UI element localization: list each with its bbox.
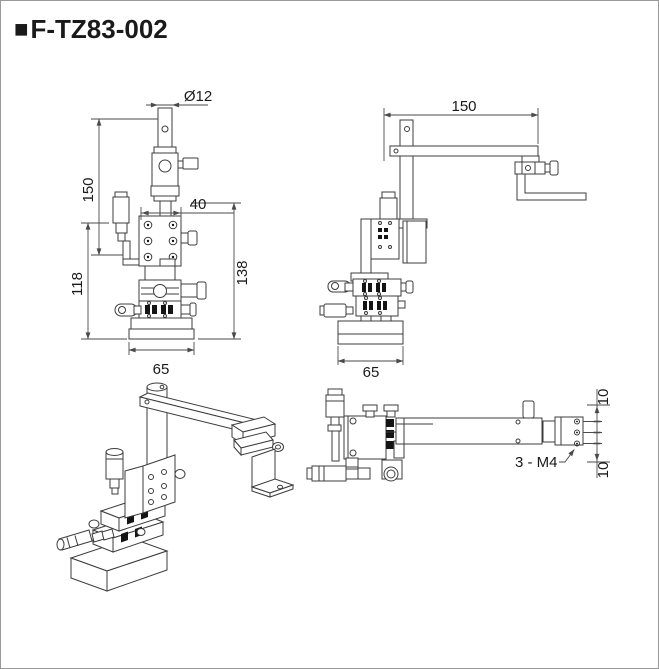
side-dimensions: 150 65 xyxy=(337,98,539,381)
side-view: 150 65 xyxy=(319,98,587,381)
t-knob xyxy=(362,404,378,412)
stage-knob xyxy=(136,528,146,536)
dim-base-width: 65 xyxy=(363,364,380,381)
dim-shaft-diameter: Ø12 xyxy=(184,88,212,105)
front-view: Ø12 150 118 138 40 xyxy=(69,88,251,378)
hole-callout: 3 - M4 xyxy=(515,454,558,471)
arm-plan xyxy=(395,400,584,447)
dim-platform-width: 40 xyxy=(190,196,207,213)
dim-edge-offset-bottom: 10 xyxy=(595,462,612,479)
part-number: F-TZ83-002 xyxy=(30,14,168,44)
dim-edge-offset-top: 10 xyxy=(595,389,612,406)
vertical-post xyxy=(399,119,414,222)
micrometer-horizontal xyxy=(306,465,371,482)
top-view: 10 10 3 - M4 xyxy=(306,388,612,482)
clamp-knob xyxy=(522,400,535,419)
socket-screws xyxy=(143,220,178,262)
arm-end-clamp xyxy=(514,160,559,176)
stage-plate xyxy=(347,415,387,460)
adjust-knob xyxy=(180,283,198,298)
dim-overall-height: 138 xyxy=(234,260,251,285)
stage-assembly-plan xyxy=(306,388,415,482)
front-dimensions: Ø12 150 118 138 40 xyxy=(69,88,251,378)
rail-stage xyxy=(114,300,197,319)
side-knob xyxy=(174,469,186,479)
dim-body-height: 118 xyxy=(69,272,86,296)
isometric-view xyxy=(56,382,295,592)
dim-base-width: 65 xyxy=(153,361,170,378)
stage-assembly-side xyxy=(319,191,428,345)
dim-arm-length: 150 xyxy=(451,98,476,115)
horizontal-arm xyxy=(389,145,539,157)
micrometer-left xyxy=(112,191,140,266)
side-knob xyxy=(180,232,189,244)
mount-block xyxy=(554,416,584,446)
l-bracket xyxy=(360,218,372,277)
arm-end-assembly xyxy=(230,416,295,498)
stage-stack xyxy=(69,454,186,592)
vertical-post xyxy=(150,107,199,217)
z-bracket xyxy=(516,173,587,201)
micrometer-vertical xyxy=(325,388,345,462)
micrometer-horizontal xyxy=(56,519,115,551)
z-plate xyxy=(142,454,176,514)
clamp-lever xyxy=(88,519,100,529)
micrometer-lower-left xyxy=(319,303,354,318)
mount-holes xyxy=(574,418,580,447)
dim-post-height: 150 xyxy=(80,177,97,202)
dovetail-stage xyxy=(138,265,207,302)
page-title: ■ F-TZ83-002 xyxy=(14,14,168,45)
base-plate xyxy=(128,317,195,340)
micrometer-vertical xyxy=(105,448,124,495)
base-block xyxy=(337,320,404,345)
stage-plate xyxy=(138,215,198,269)
t-knob xyxy=(383,404,399,412)
title-bullet-icon: ■ xyxy=(14,15,29,43)
top-dimensions: 10 10 3 - M4 xyxy=(515,389,612,479)
